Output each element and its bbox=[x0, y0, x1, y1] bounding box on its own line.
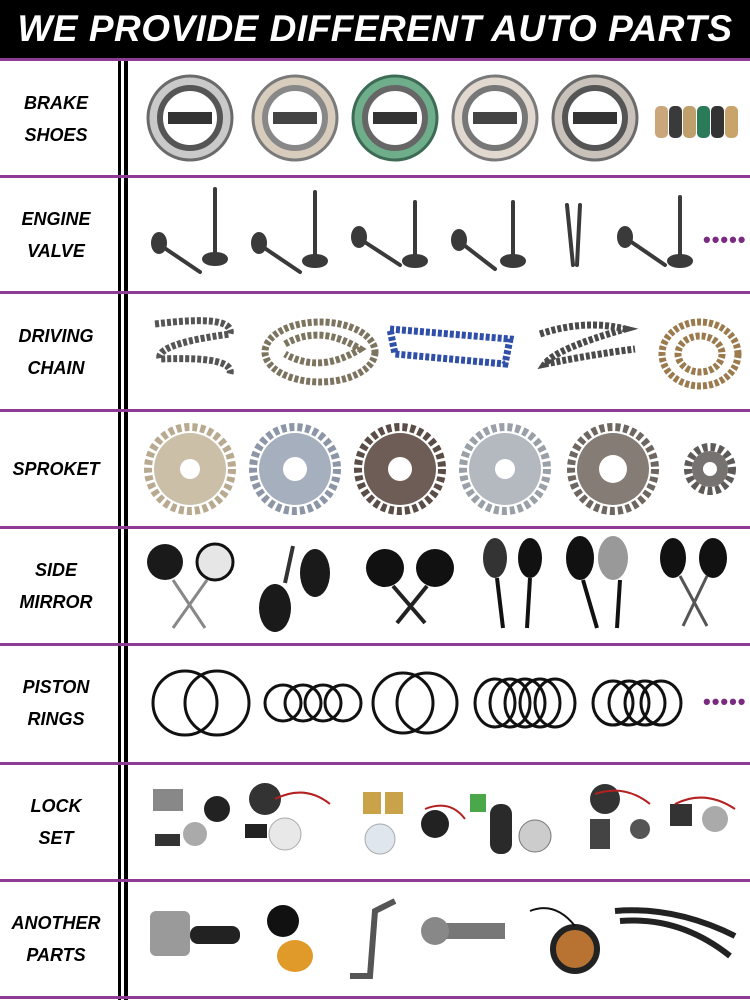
product-images bbox=[135, 61, 745, 176]
category-row-driving-chain: DRIVING CHAIN bbox=[0, 294, 750, 409]
row-separator bbox=[0, 409, 750, 412]
product-images: ••••• bbox=[135, 645, 747, 760]
category-label-cell: BRAKE SHOES bbox=[0, 61, 112, 176]
category-row-sprocket: SPROKET bbox=[0, 411, 750, 526]
category-row-lock-set: LOCK SET bbox=[0, 764, 750, 879]
category-label: BRAKE SHOES bbox=[23, 92, 88, 145]
chain-4 bbox=[537, 321, 639, 370]
category-label-cell: PISTON RINGS bbox=[0, 645, 112, 760]
brake-shoe-5 bbox=[551, 74, 639, 162]
chain-1 bbox=[154, 317, 234, 375]
row-separator bbox=[0, 996, 750, 999]
category-label: SPROKET bbox=[12, 458, 100, 479]
category-label-cell: SIDE MIRROR bbox=[0, 528, 112, 643]
category-row-engine-valve: ENGINE VALVE ••••• bbox=[0, 177, 750, 292]
driving-chains-image bbox=[154, 317, 742, 390]
piston-rings-image bbox=[151, 669, 683, 737]
category-label-cell: ANOTHER PARTS bbox=[0, 881, 112, 996]
engine-valves-image bbox=[151, 187, 693, 274]
brake-shoe-3 bbox=[351, 74, 439, 162]
category-label-cell: LOCK SET bbox=[0, 764, 112, 879]
category-row-piston-rings: PISTON RINGS ••••• bbox=[0, 645, 750, 760]
sprockets-image bbox=[144, 423, 736, 515]
more-indicator: ••••• bbox=[703, 689, 747, 714]
row-separator bbox=[0, 643, 750, 646]
more-indicator: ••••• bbox=[703, 227, 747, 252]
row-separator bbox=[0, 175, 750, 178]
category-label: LOCK SET bbox=[30, 795, 82, 848]
category-label-cell: DRIVING CHAIN bbox=[0, 294, 112, 409]
category-label: DRIVING CHAIN bbox=[18, 325, 94, 378]
kick-starter-part bbox=[350, 898, 397, 979]
chain-3 bbox=[385, 325, 515, 368]
category-row-another-parts: ANOTHER PARTS bbox=[0, 881, 750, 996]
column-divider bbox=[124, 58, 128, 1000]
row-separator bbox=[0, 291, 750, 294]
chain-5 bbox=[658, 318, 742, 390]
category-label-cell: SPROKET bbox=[0, 411, 112, 526]
product-images bbox=[135, 294, 745, 409]
row-separator bbox=[0, 58, 750, 61]
category-label: ENGINE VALVE bbox=[21, 208, 91, 261]
product-images bbox=[135, 881, 745, 996]
brake-shoes-image bbox=[146, 74, 738, 162]
category-label: SIDE MIRROR bbox=[19, 559, 93, 612]
carburetor-part bbox=[150, 911, 190, 956]
brake-shoe-4 bbox=[451, 74, 539, 162]
category-label: ANOTHER PARTS bbox=[11, 912, 101, 965]
category-row-brake-shoes: BRAKE SHOES bbox=[0, 61, 750, 176]
brake-linings bbox=[655, 106, 738, 138]
row-separator bbox=[0, 526, 750, 529]
chain-2 bbox=[261, 318, 379, 386]
leaf-spring-part bbox=[614, 907, 737, 939]
brake-shoe-2 bbox=[251, 74, 339, 162]
lock-sets-image bbox=[153, 783, 736, 855]
category-row-side-mirror: SIDE MIRROR bbox=[0, 528, 750, 643]
product-images bbox=[135, 411, 745, 526]
product-images bbox=[135, 528, 745, 643]
row-separator bbox=[0, 762, 750, 765]
other-parts-image bbox=[150, 898, 737, 979]
brake-shoe-1 bbox=[146, 74, 234, 162]
stator-part bbox=[550, 924, 600, 974]
category-label-cell: ENGINE VALVE bbox=[0, 177, 112, 292]
page-title: WE PROVIDE DIFFERENT AUTO PARTS bbox=[0, 0, 750, 58]
product-images bbox=[135, 764, 745, 879]
side-mirrors-image bbox=[147, 536, 727, 632]
turn-signal-part bbox=[267, 905, 299, 937]
row-separator bbox=[0, 879, 750, 882]
product-images: ••••• bbox=[135, 177, 747, 292]
column-divider bbox=[118, 58, 121, 1000]
category-label: PISTON RINGS bbox=[22, 676, 90, 729]
